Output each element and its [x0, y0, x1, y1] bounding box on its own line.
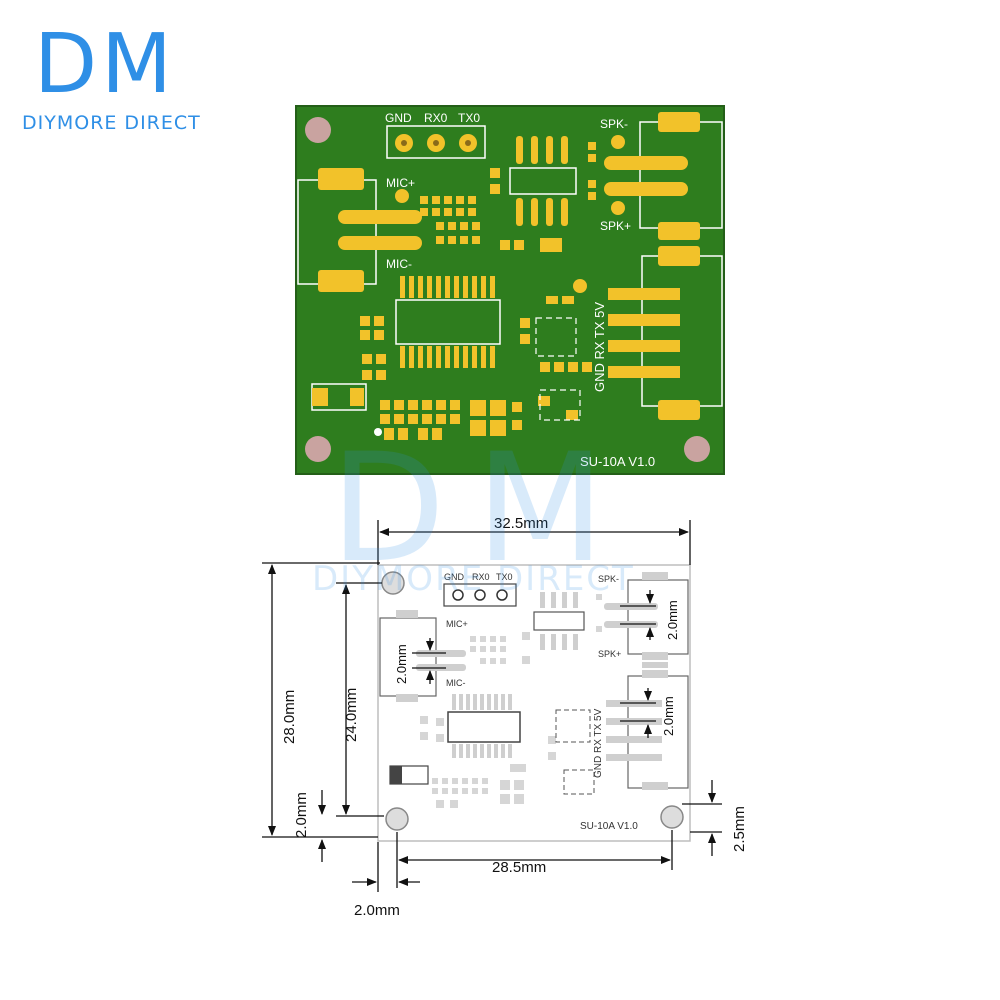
drawing-label-tx0: TX0 [496, 572, 513, 582]
pcb-dimension-drawing: GND RX0 TX0 MIC+ MIC- SPK- SPK+ GND RX T… [262, 515, 748, 919]
mount-hole-bottom-left [305, 436, 331, 462]
header-outline [386, 125, 486, 159]
drawing-header-pin-3 [496, 589, 508, 601]
label-spk-plus: SPK+ [600, 219, 631, 233]
ic-top-pins [516, 136, 568, 226]
drawing-label-uart: GND RX TX 5V [593, 708, 604, 778]
main-ic [395, 276, 501, 368]
drawing-label-gnd: GND [444, 572, 465, 582]
drawing-main-ic-pins [452, 694, 512, 758]
watermark-brand: DIYMORE DIRECT [312, 559, 635, 599]
uart-pad-5v [608, 288, 680, 300]
drawing-ic-top [533, 611, 585, 631]
logo-mark: DM [34, 17, 176, 112]
spk-pad-bottom [658, 222, 700, 240]
label-tx0: TX0 [458, 111, 480, 125]
drawing-ic-top-pins [540, 592, 578, 650]
smd-components-top [360, 142, 596, 440]
uart-pad-bottom [658, 400, 700, 420]
drawing-main-ic [447, 711, 521, 743]
logo-brand-text: DIYMORE DIRECT [22, 112, 201, 134]
drawing-label-spk-minus: SPK- [598, 574, 619, 584]
dim-bottom-offset: 2.0mm [293, 792, 310, 838]
uart-pad-top [658, 246, 700, 266]
diode-pad-right [350, 388, 364, 406]
dim-conn-gap: 2.0mm [661, 696, 676, 736]
drawing-header-outline [443, 583, 517, 607]
drawing-regulator [563, 769, 595, 795]
label-spk-minus: SPK- [600, 117, 628, 131]
header-pin-tx0-hole [465, 140, 471, 146]
header-pin-gnd-hole [401, 140, 407, 146]
drawing-label-mic-minus: MIC- [446, 678, 466, 688]
label-rx0: RX0 [424, 111, 448, 125]
dimension-lines [262, 520, 722, 892]
spk-pad-minus [604, 156, 688, 170]
drawing-hole-bottom-left [385, 807, 409, 831]
dim-mic-gap: 2.0mm [394, 644, 409, 684]
drawing-smd-components [420, 594, 602, 808]
drawing-label-model: SU-10A V1.0 [580, 821, 638, 832]
brand-logo: DM DIYMORE DIRECT [22, 20, 222, 146]
ic-top-outline [509, 167, 577, 195]
uart-via [573, 279, 587, 293]
mic-pad-bottom [318, 270, 364, 292]
mount-hole-bottom-right [684, 436, 710, 462]
watermark: DM DIYMORE DIRECT [312, 422, 635, 599]
mic-pad-plus [338, 210, 422, 224]
led-dot [374, 428, 382, 436]
dim-height-inner: 24.0mm [343, 688, 360, 742]
uart-pad-gnd [608, 366, 680, 378]
dim-height-outer: 28.0mm [281, 690, 298, 744]
mic-pad-minus [338, 236, 422, 250]
uart-pad-tx [608, 314, 680, 326]
label-gnd: GND [385, 111, 412, 125]
header-pin-rx0-hole [433, 140, 439, 146]
mic-via [395, 189, 409, 203]
mic-pad-top [318, 168, 364, 190]
label-uart: GND RX TX 5V [592, 302, 607, 392]
dim-spk-gap: 2.0mm [665, 600, 680, 640]
drawing-label-rx0: RX0 [472, 572, 490, 582]
dim-width-top: 32.5mm [494, 515, 548, 532]
diode-pad-left [312, 388, 328, 406]
watermark-mark: DM [330, 422, 635, 596]
dim-hole-spacing: 28.5mm [492, 859, 546, 876]
spk-pad-top [658, 112, 700, 132]
mount-hole-top-left [305, 117, 331, 143]
label-model: SU-10A V1.0 [580, 454, 655, 469]
pcb-top-view: GND RX0 TX0 MIC+ MIC- SPK- SPK+ GND RX T… [295, 105, 725, 475]
dim-right-offset: 2.5mm [731, 806, 748, 852]
spk-pad-plus [604, 182, 688, 196]
drawing-hole-bottom-right [660, 805, 684, 829]
spk-via-bottom [611, 201, 625, 215]
drawing-header-pin-1 [452, 589, 464, 601]
regulator-outline [539, 389, 581, 421]
drawing-transistor [555, 709, 591, 743]
transistor-outline [535, 317, 577, 357]
drawing-diode-band [390, 766, 402, 784]
dim-left-offset: 2.0mm [354, 902, 400, 919]
uart-pad-rx [608, 340, 680, 352]
drawing-label-mic-plus: MIC+ [446, 619, 468, 629]
label-mic-plus: MIC+ [386, 176, 415, 190]
spk-via-top [611, 135, 625, 149]
drawing-label-spk-plus: SPK+ [598, 649, 621, 659]
label-mic-minus: MIC- [386, 257, 412, 271]
dimension-labels: 32.5mm 28.0mm 24.0mm 2.0mm 28.5mm 2.0mm … [281, 515, 748, 919]
drawing-header-pin-2 [474, 589, 486, 601]
